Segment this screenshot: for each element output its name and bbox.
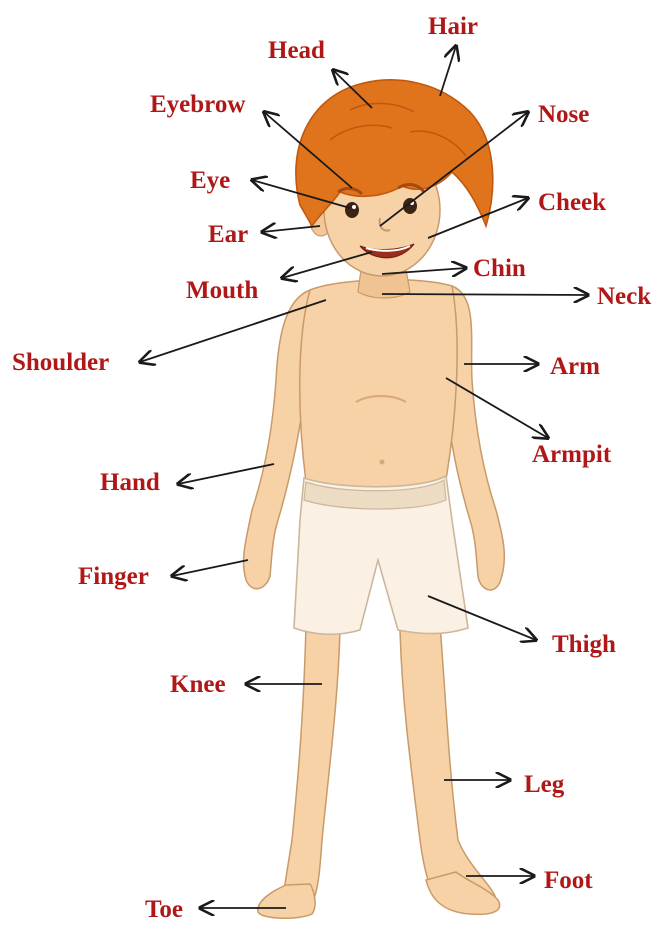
- arrow-finger: [172, 560, 248, 576]
- label-head: Head: [268, 37, 325, 64]
- label-nose: Nose: [538, 101, 589, 128]
- left-leg: [284, 625, 340, 908]
- right-foot: [426, 872, 500, 914]
- label-hand: Hand: [100, 469, 160, 496]
- label-foot: Foot: [544, 867, 593, 894]
- left-eye-highlight: [352, 205, 356, 209]
- label-chin: Chin: [473, 255, 526, 282]
- label-leg: Leg: [524, 771, 565, 798]
- label-neck: Neck: [597, 283, 651, 310]
- navel: [380, 460, 385, 465]
- arrow-hand: [178, 464, 274, 484]
- label-mouth: Mouth: [186, 277, 258, 304]
- label-knee: Knee: [170, 671, 226, 698]
- label-finger: Finger: [78, 563, 149, 590]
- label-eyebrow: Eyebrow: [150, 91, 245, 118]
- label-armpit: Armpit: [532, 441, 612, 468]
- boy-illustration: [244, 80, 505, 918]
- label-arm: Arm: [550, 353, 600, 380]
- left-eye: [345, 202, 359, 218]
- arrow-hair: [440, 46, 456, 96]
- label-thigh: Thigh: [552, 631, 616, 658]
- label-eye: Eye: [190, 167, 230, 194]
- right-leg: [400, 625, 496, 910]
- left-foot: [258, 884, 315, 918]
- label-ear: Ear: [208, 221, 248, 248]
- torso: [300, 280, 457, 490]
- label-toe: Toe: [145, 896, 183, 923]
- label-hair: Hair: [428, 13, 478, 40]
- label-shoulder: Shoulder: [12, 349, 109, 376]
- label-cheek: Cheek: [538, 189, 606, 216]
- arrow-neck: [382, 294, 588, 295]
